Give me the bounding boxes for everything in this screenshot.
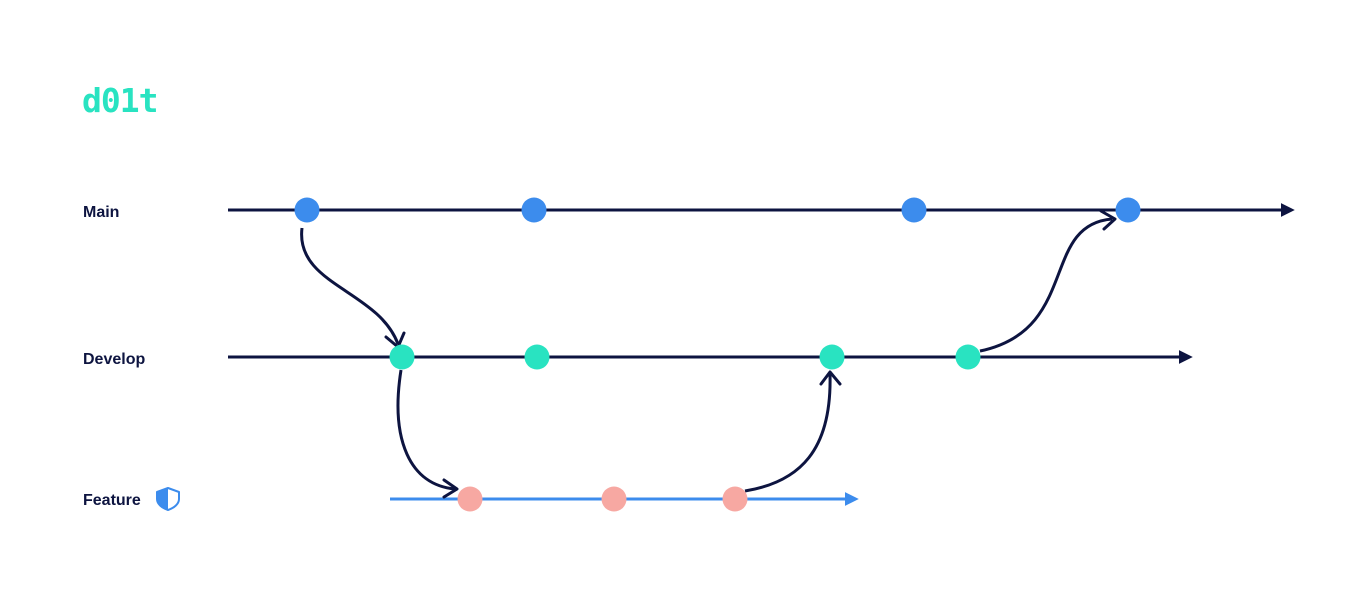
branch-connector-main-to-develop	[300, 227, 400, 345]
branch-connector-develop-to-feature	[396, 369, 456, 491]
merge-connector-develop-to-main	[979, 217, 1113, 353]
main-commit	[521, 197, 547, 223]
feature-commit	[457, 486, 483, 512]
develop-commit	[389, 344, 415, 370]
merge-connector-feature-to-develop	[744, 373, 832, 493]
shield-icon	[156, 487, 180, 511]
feature-commit	[722, 486, 748, 512]
develop-commit	[819, 344, 845, 370]
branch-label-develop: Develop	[83, 351, 145, 368]
arrowhead-develop-to-feature	[442, 478, 459, 499]
branch-label-feature: Feature	[83, 492, 141, 509]
develop-commit	[955, 344, 981, 370]
dolt-logo: d01t	[82, 81, 157, 120]
branch-label-main: Main	[83, 204, 119, 221]
arrowhead-develop-to-main	[1099, 209, 1117, 231]
develop-commit	[524, 344, 550, 370]
feature-commit	[601, 486, 627, 512]
main-commit	[1115, 197, 1141, 223]
main-commit	[294, 197, 320, 223]
arrowhead-feature-to-develop	[819, 370, 842, 386]
main-commit	[901, 197, 927, 223]
